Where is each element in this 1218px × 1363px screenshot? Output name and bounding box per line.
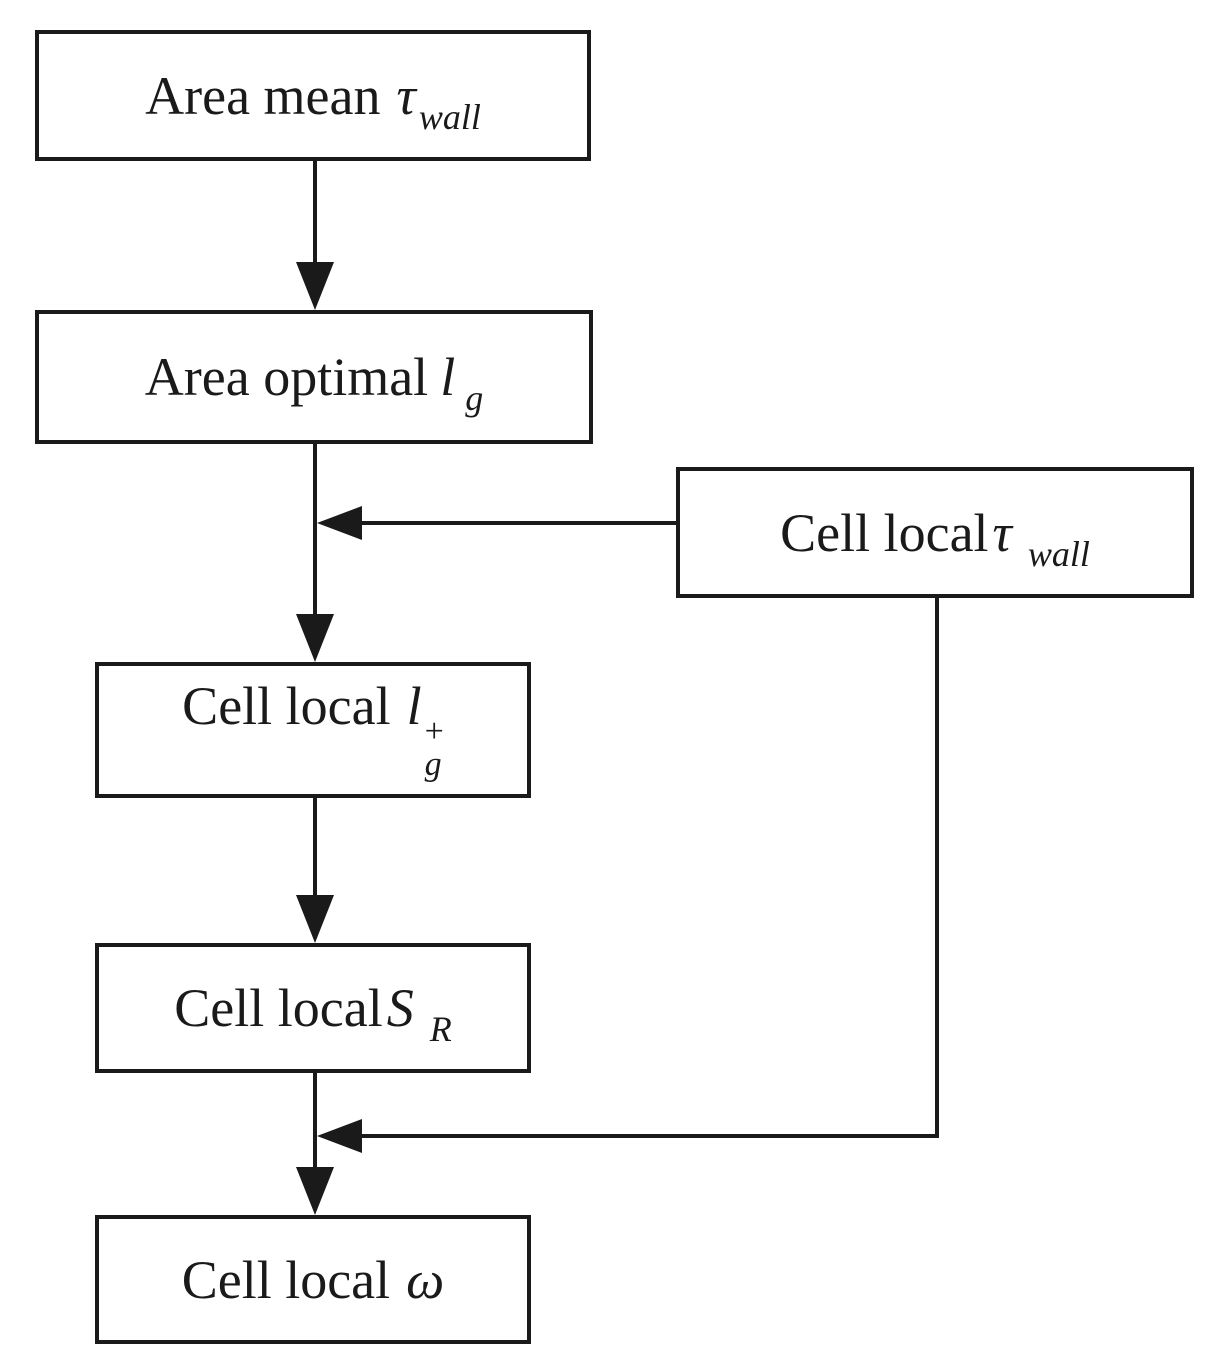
arrowhead-down-into-box2	[296, 262, 334, 310]
label-prefix: Area optimal	[144, 347, 429, 407]
label-symbol: ω	[406, 1249, 445, 1310]
edge-line-box3-box4	[313, 797, 317, 897]
edge-line-tauwall-down	[935, 597, 939, 1138]
label-prefix: Area mean	[145, 65, 381, 126]
arrowhead-left-junction2	[317, 1119, 362, 1153]
label-symbol: l	[406, 676, 422, 737]
label-subscript: g	[424, 745, 442, 783]
label-subscript: wall	[1027, 533, 1090, 574]
arrowhead-left-junction1	[317, 506, 362, 540]
edge-line-box1-box2	[313, 160, 317, 266]
arrowhead-down-into-box3	[296, 614, 334, 662]
label-symbol: S	[386, 978, 414, 1038]
label-prefix: Cell local	[174, 978, 383, 1038]
arrowhead-down-into-box4	[296, 895, 334, 943]
label-supsub: +g	[424, 713, 444, 783]
label-subscript: wall	[418, 96, 481, 137]
label-symbol: τ	[992, 502, 1012, 563]
label-superscript: +	[424, 713, 444, 751]
edge-line-box4-box5	[313, 1072, 317, 1170]
label-prefix: Cell local	[780, 502, 989, 563]
edge-line-tauwall-to-junction1	[358, 521, 676, 525]
label-subscript: g	[465, 378, 484, 418]
label-prefix: Cell local	[181, 1249, 391, 1310]
label-symbol: l	[440, 347, 456, 407]
label-symbol: τ	[396, 65, 416, 126]
label-prefix: Cell local	[182, 676, 391, 737]
label-subscript: R	[429, 1009, 452, 1049]
edge-line-tauwall-to-junction2	[358, 1134, 937, 1138]
arrowhead-down-into-box5	[296, 1167, 334, 1215]
edge-line-box2-box3	[313, 443, 317, 617]
